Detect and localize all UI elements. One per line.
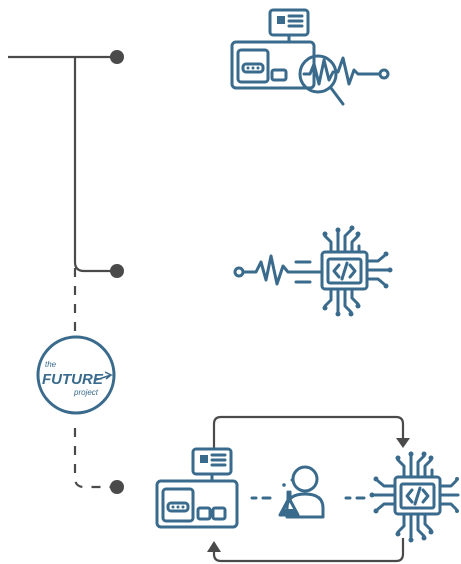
timeline-connectors: [8, 50, 124, 494]
dashed-trunk-lower: [73, 428, 117, 489]
node-dot-bottom: [110, 480, 124, 494]
logo-the: the: [45, 360, 57, 369]
loop-arrowhead-up: [207, 541, 221, 552]
logo-project: project: [73, 388, 99, 397]
node-dot-top: [110, 50, 124, 64]
loop-arrow-top: [212, 415, 405, 450]
node-dot-middle: [110, 264, 124, 278]
processor-chip-icon: [369, 451, 460, 543]
loop-arrow-bottom: [212, 538, 405, 563]
lab-instrument-analysis-icon: [230, 8, 390, 106]
vertical-trunk-line: [73, 57, 117, 273]
logo-arrow: [95, 371, 113, 381]
logo-future: FUTURE: [42, 371, 104, 388]
loop-arrowhead-down: [396, 438, 410, 448]
workflow-loop: [207, 415, 410, 563]
future-project-logo: the FUTURE project: [36, 335, 116, 415]
signal-to-processor-icon: [233, 225, 393, 317]
instrument-icon: [155, 447, 239, 529]
scientist-icon: [278, 465, 325, 519]
